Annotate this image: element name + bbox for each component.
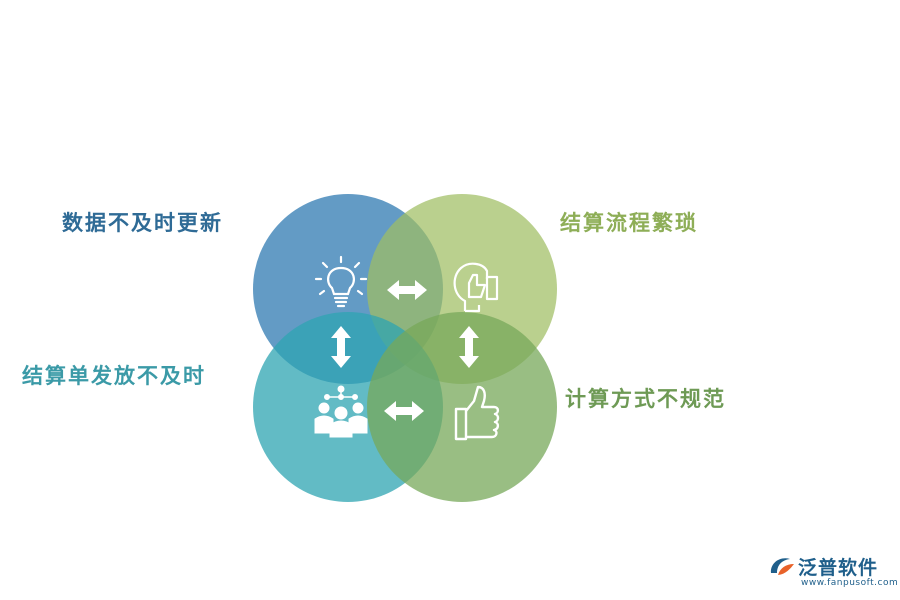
logo-url: www.fanpusoft.com bbox=[801, 578, 899, 588]
team-network-icon bbox=[314, 385, 368, 438]
logo-name: 泛普软件 bbox=[798, 557, 879, 579]
label-data-not-updated: 数据不及时更新 bbox=[62, 210, 223, 235]
label-calculation-nonstandard: 计算方式不规范 bbox=[565, 386, 726, 411]
double-arrow-icon bbox=[331, 280, 479, 421]
label-settlement-process-complex: 结算流程繁琐 bbox=[560, 210, 698, 235]
brand-logo: 泛普软件 www.fanpusoft.com bbox=[768, 553, 899, 595]
head-thumbs-up-icon bbox=[453, 262, 499, 313]
circle-bottom-right bbox=[367, 312, 557, 502]
logo-mark-icon bbox=[770, 558, 794, 575]
lightbulb-icon bbox=[314, 255, 368, 308]
thumbs-up-icon bbox=[454, 385, 500, 441]
label-settlement-sheet-delayed: 结算单发放不及时 bbox=[22, 363, 206, 388]
